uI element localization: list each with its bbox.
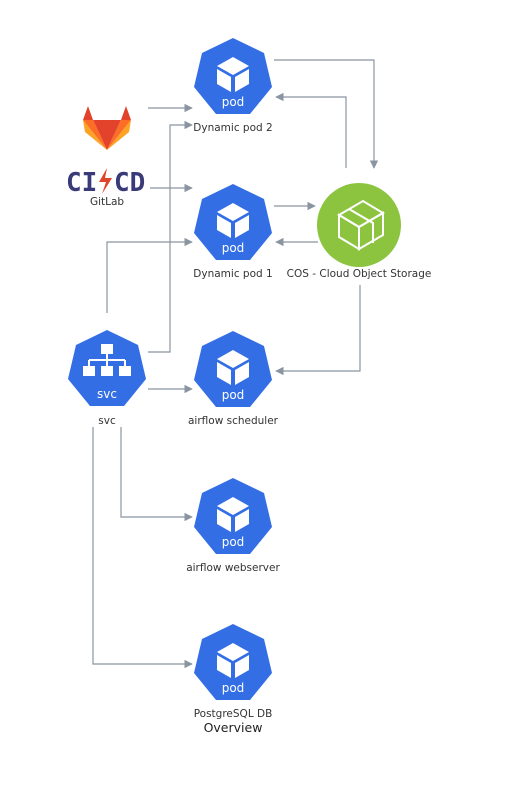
node-dynamic-pod-1: pod Dynamic pod 1 <box>193 184 273 280</box>
gitlab-logo-icon <box>83 106 131 150</box>
cicd-wordmark: CI CD <box>66 168 145 198</box>
pod-icon-text: pod <box>222 388 245 402</box>
edges <box>92 59 379 669</box>
node-label: svc <box>98 415 116 427</box>
node-label: Dynamic pod 1 <box>193 268 272 280</box>
edge-svc-to-airflow-webserver <box>120 427 193 522</box>
cicd-wordmark-left: CI <box>66 168 97 198</box>
edge-svc-to-dynamic-pod-2 <box>148 120 193 353</box>
node-dynamic-pod-2: pod Dynamic pod 2 <box>193 38 273 134</box>
node-label: COS - Cloud Object Storage <box>287 268 432 280</box>
node-airflow-webserver: pod airflow webserver <box>186 478 280 574</box>
node-label: GitLab <box>90 196 124 208</box>
cicd-wordmark-right: CD <box>114 168 145 198</box>
edge-svc-to-postgresql-db <box>92 427 193 669</box>
edge-dynamic-pod-2-to-cos <box>274 59 379 169</box>
node-label: PostgreSQL DB <box>194 708 273 720</box>
node-gitlab: CI CD GitLab <box>66 106 145 208</box>
pod-icon: pod <box>194 184 272 260</box>
node-label: airflow webserver <box>186 562 280 574</box>
edge-cos-to-airflow-scheduler <box>275 285 361 376</box>
node-label: airflow scheduler <box>188 415 279 427</box>
pod-icon-text: pod <box>222 95 245 109</box>
node-postgresql-db: pod PostgreSQL DB <box>194 624 273 720</box>
pod-icon: pod <box>194 478 272 554</box>
pod-icon-text: pod <box>222 535 245 549</box>
svc-icon: svc <box>68 330 146 406</box>
pod-icon: pod <box>194 38 272 114</box>
edge-cos-to-dynamic-pod-2 <box>275 92 347 168</box>
node-svc: svc svc <box>68 330 146 427</box>
edge-svc-to-dynamic-pod-1 <box>106 237 193 313</box>
pod-icon: pod <box>194 624 272 700</box>
pod-icon-text: pod <box>222 681 245 695</box>
node-cos: COS - Cloud Object Storage <box>287 183 432 280</box>
svc-icon-text: svc <box>97 387 117 401</box>
node-label: Dynamic pod 2 <box>193 122 272 134</box>
node-airflow-scheduler: pod airflow scheduler <box>188 331 279 427</box>
diagram-caption: Overview <box>204 720 263 735</box>
lightning-bolt-icon <box>99 168 112 194</box>
object-storage-icon <box>317 183 401 267</box>
pod-icon: pod <box>194 331 272 407</box>
pod-icon-text: pod <box>222 241 245 255</box>
